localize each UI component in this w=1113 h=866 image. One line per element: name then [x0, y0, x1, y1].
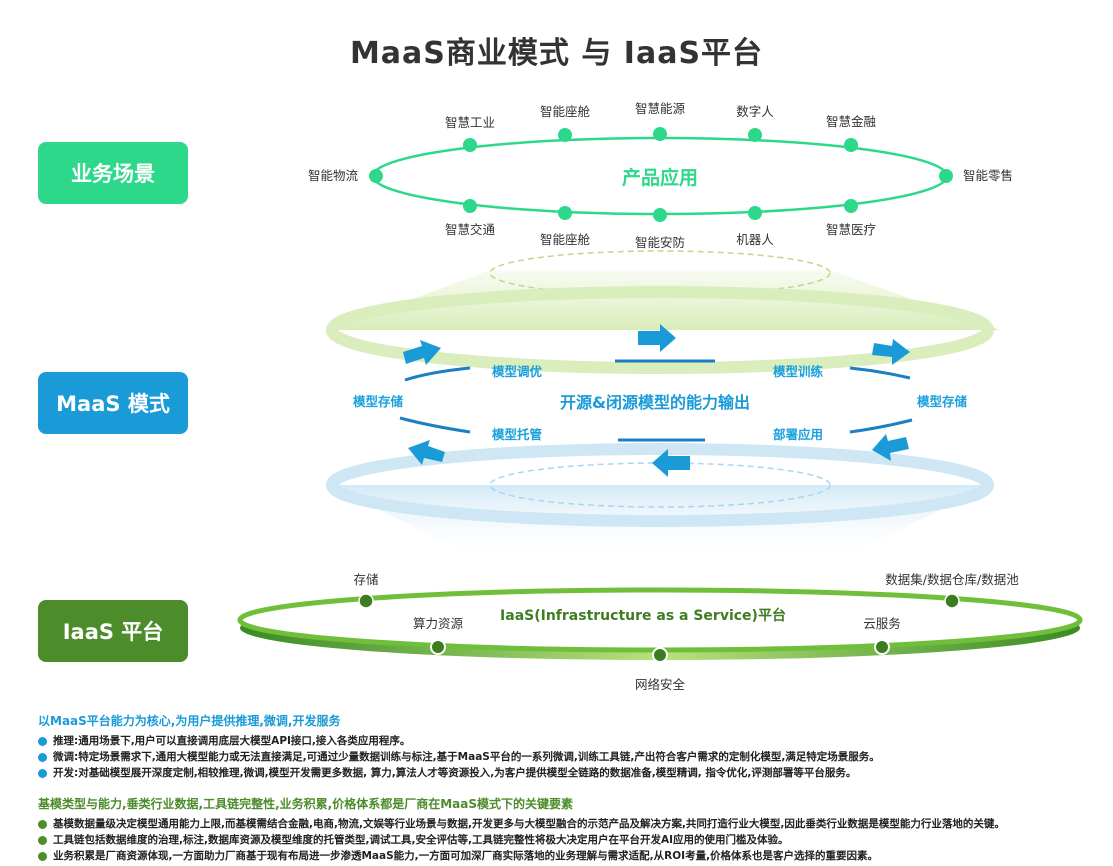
scene-label-energy: 智慧能源 — [635, 101, 686, 116]
scene-label-security: 智能安防 — [635, 235, 685, 250]
iaas-node-dataset: 数据集/数据仓库/数据池 — [885, 572, 1019, 609]
notes-maas-item: 开发:对基础模型展开深度定制,相较推理,微调,模型开发需更多数据, 算力,算法人… — [38, 765, 1098, 781]
notes-key-factors: 基模类型与能力,垂类行业数据,工具链完整性,业务积累,价格体系都是厂商在MaaS… — [38, 795, 1098, 864]
scene-label-medical: 智慧医疗 — [826, 222, 876, 237]
maas-mode-label: MaaS 模式 — [38, 372, 188, 434]
notes-key-item: 基模数据量级决定模型通用能力上限,而基模需结合金融,电商,物流,文娱等行业场景与… — [38, 816, 1098, 832]
scene-node-logistics: 智能物流 — [308, 168, 383, 183]
scene-label-robot: 机器人 — [736, 232, 774, 247]
maas-train-label: 模型训练 — [773, 364, 824, 379]
iaas-network-label: 网络安全 — [635, 677, 686, 692]
scene-label-logistics: 智能物流 — [308, 168, 359, 183]
page-title: MaaS商业模式 与 IaaS平台 — [349, 36, 764, 71]
scene-label-cockpit-top: 智能座舱 — [540, 104, 591, 119]
iaas-node-network: 网络安全 — [635, 647, 686, 692]
scene-label-finance: 智慧金融 — [826, 114, 877, 129]
bullet-dot-icon — [38, 752, 47, 762]
bullet-dot-icon — [38, 835, 47, 845]
scene-node-retail: 智能零售 — [939, 168, 1013, 183]
iaas-dataset-label: 数据集/数据仓库/数据池 — [885, 572, 1019, 587]
scene-node-security: 智能安防 — [635, 208, 685, 250]
scene-node-industry: 智慧工业 — [445, 115, 495, 152]
iaas-platform-label: IaaS 平台 — [38, 600, 188, 662]
arrow-bottom-left-icon — [408, 440, 445, 465]
maas-center-label: 开源&闭源模型的能力输出 — [560, 393, 750, 412]
scene-label-traffic: 智慧交通 — [445, 222, 496, 237]
bullet-dot-icon — [38, 768, 47, 778]
iaas-node-compute: 算力资源 — [413, 616, 464, 655]
scene-label-retail: 智能零售 — [963, 168, 1013, 183]
arrow-bottom-right-icon — [872, 434, 909, 461]
iaas-compute-label: 算力资源 — [413, 616, 464, 631]
scene-node-medical: 智慧医疗 — [826, 199, 876, 237]
flow-line-top-right — [849, 366, 911, 380]
scene-label-digital-human: 数字人 — [736, 104, 774, 119]
notes-key-item: 工具链包括数据维度的治理,标注,数据库资源及模型维度的托管类型,调试工具,安全评… — [38, 832, 1098, 848]
maas-store-left-label: 模型存储 — [353, 394, 404, 409]
scene-node-cockpit-top: 智能座舱 — [540, 104, 591, 142]
maas-host-label: 模型托管 — [492, 427, 542, 442]
bullet-dot-icon — [38, 819, 47, 829]
notes-maas-text: 微调:特定场景需求下,通用大模型能力或无法直接满足,可通过少量数据训练与标注,基… — [53, 751, 880, 763]
iaas-center-label: IaaS(Infrastructure as a Service)平台 — [500, 607, 786, 624]
iaas-node-cloud: 云服务 — [863, 616, 901, 655]
scene-node-traffic: 智慧交通 — [445, 199, 496, 237]
maas-tune-label: 模型调优 — [492, 364, 543, 379]
flow-line-top-left — [404, 366, 471, 382]
iaas-node-storage: 存储 — [353, 572, 379, 609]
notes-maas-text: 推理:通用场景下,用户可以直接调用底层大模型API接口,接入各类应用程序。 — [53, 735, 411, 747]
arrow-top-right-icon — [872, 339, 910, 365]
maas-deploy-label: 部署应用 — [773, 427, 823, 442]
scene-label-industry: 智慧工业 — [445, 115, 495, 130]
notes-key-text: 业务积累是厂商资源体现,一方面助力厂商基于现有布局进一步渗透MaaS能力,一方面… — [53, 850, 879, 862]
arrow-bottom-center-icon — [652, 449, 690, 477]
notes-maas: 以MaaS平台能力为核心,为用户提供推理,微调,开发服务 推理:通用场景下,用户… — [38, 712, 1098, 781]
notes-key-item: 业务积累是厂商资源体现,一方面助力厂商基于现有布局进一步渗透MaaS能力,一方面… — [38, 848, 1098, 864]
notes-maas-heading: 以MaaS平台能力为核心,为用户提供推理,微调,开发服务 — [38, 714, 341, 728]
flow-line-bot-left — [399, 416, 471, 434]
bullet-dot-icon — [38, 736, 47, 746]
scene-node-energy: 智慧能源 — [635, 101, 686, 141]
flow-line-bot-right — [849, 418, 913, 434]
notes-key-text: 工具链包括数据维度的治理,标注,数据库资源及模型维度的托管类型,调试工具,安全评… — [53, 834, 789, 846]
arrow-top-left-icon — [403, 340, 441, 365]
notes-maas-text: 开发:对基础模型展开深度定制,相较推理,微调,模型开发需更多数据, 算力,算法人… — [53, 767, 857, 779]
iaas-storage-label: 存储 — [353, 572, 378, 587]
top-cone — [330, 270, 1000, 330]
iaas-cloud-label: 云服务 — [863, 616, 901, 631]
scene-node-finance: 智慧金融 — [826, 114, 877, 152]
bullet-dot-icon — [38, 851, 47, 861]
arrow-top-center-icon — [638, 324, 676, 352]
scene-node-digital-human: 数字人 — [736, 104, 774, 142]
scene-node-cockpit-bottom: 智能座舱 — [540, 206, 591, 247]
bottom-disk — [326, 443, 994, 527]
notes-maas-item: 推理:通用场景下,用户可以直接调用底层大模型API接口,接入各类应用程序。 — [38, 733, 1098, 749]
scene-label-cockpit-bottom: 智能座舱 — [540, 232, 591, 247]
scene-node-robot: 机器人 — [736, 206, 774, 247]
maas-iaas-diagram: 产品应用 智慧工业 智能座舱 智慧能源 数字人 智慧金融 智能物流 智能零售 智… — [237, 101, 1083, 692]
notes-key-text: 基模数据量级决定模型通用能力上限,而基模需结合金融,电商,物流,文娱等行业场景与… — [53, 818, 1005, 830]
product-app-center: 产品应用 — [622, 166, 698, 189]
maas-store-right-label: 模型存储 — [917, 394, 968, 409]
business-scene-label: 业务场景 — [38, 142, 188, 204]
notes-key-heading: 基模类型与能力,垂类行业数据,工具链完整性,业务积累,价格体系都是厂商在MaaS… — [38, 797, 574, 811]
top-disk — [326, 286, 994, 374]
notes-maas-item: 微调:特定场景需求下,通用大模型能力或无法直接满足,可通过少量数据训练与标注,基… — [38, 749, 1098, 765]
